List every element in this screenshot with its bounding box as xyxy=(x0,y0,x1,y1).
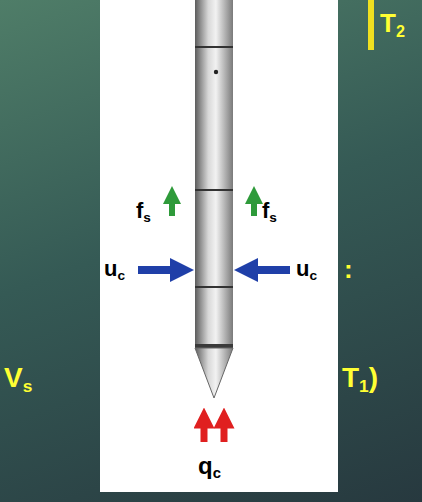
label-part: T xyxy=(380,8,396,38)
force-arrow xyxy=(246,266,290,274)
label-part: s xyxy=(23,376,33,396)
accent-bar xyxy=(368,0,374,50)
joint-line xyxy=(195,46,233,48)
force-label: uc xyxy=(296,258,317,283)
heading-symbol: Vs xyxy=(4,364,32,396)
probe-hole xyxy=(214,70,218,74)
force-arrow xyxy=(138,266,182,274)
force-label: qc xyxy=(198,454,221,481)
heading-symbol: T1) xyxy=(342,364,378,396)
force-arrow xyxy=(169,195,175,216)
label-part: s xyxy=(143,210,151,225)
force-label: fs xyxy=(262,200,277,225)
label-part: 1 xyxy=(359,376,369,396)
label-part: 2 xyxy=(396,22,405,40)
probe-rod xyxy=(195,0,233,346)
label-part: ) xyxy=(369,362,378,393)
label-part: : xyxy=(344,254,353,284)
label-part: V xyxy=(4,362,23,393)
heading-symbol: T2 xyxy=(380,10,405,39)
label-part: f xyxy=(136,198,143,223)
label-part: c xyxy=(213,465,221,481)
label-part: u xyxy=(104,256,117,281)
photo-panel xyxy=(100,0,338,492)
label-part: f xyxy=(262,198,269,223)
force-arrow xyxy=(201,418,208,442)
joint-line xyxy=(195,189,233,191)
label-part: s xyxy=(269,210,277,225)
force-label: fs xyxy=(136,200,151,225)
label-part: u xyxy=(296,256,309,281)
label-part: c xyxy=(117,268,125,283)
force-label: uc xyxy=(104,258,125,283)
label-part: c xyxy=(309,268,317,283)
joint-line xyxy=(195,286,233,288)
filter-ring xyxy=(195,344,233,348)
label-part: q xyxy=(198,452,213,479)
force-arrow xyxy=(221,418,228,442)
force-arrow xyxy=(251,195,257,216)
label-part: T xyxy=(342,362,359,393)
probe-cone xyxy=(195,348,233,398)
heading-symbol: : xyxy=(344,256,353,282)
